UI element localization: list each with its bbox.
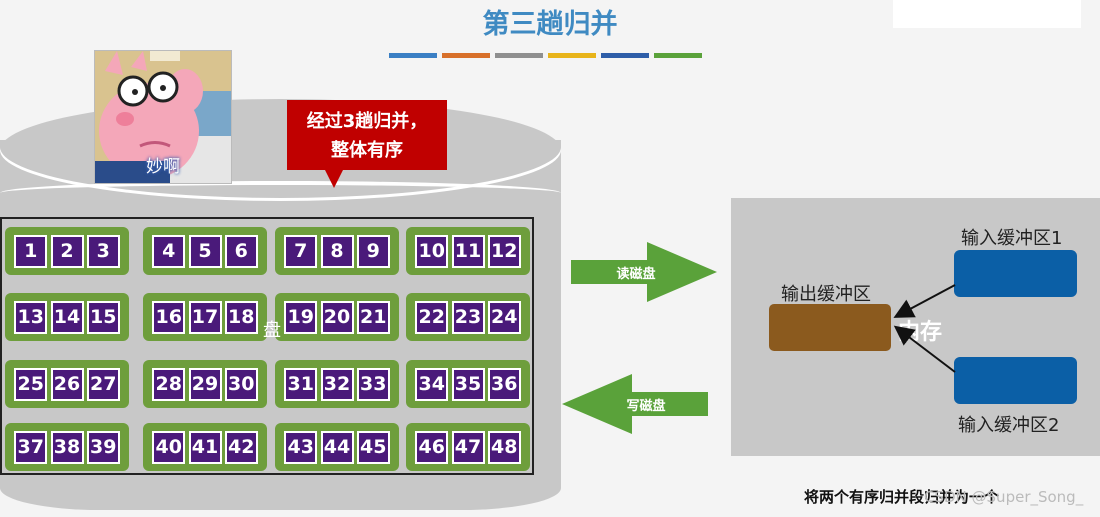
- record-cell: 42: [224, 430, 258, 464]
- record-cell: 36: [487, 367, 521, 401]
- read-disk-label: 读磁盘: [616, 267, 656, 282]
- record-cell: 37: [14, 430, 48, 464]
- record-cell: 1: [14, 234, 48, 268]
- record-cell: 43: [284, 430, 318, 464]
- callout-line-1: 经过3趟归并，: [306, 111, 428, 132]
- meme-caption: 妙啊: [146, 157, 180, 177]
- record-cell: 18: [224, 300, 258, 334]
- record-cell: 9: [356, 234, 390, 268]
- record-cell: 20: [320, 300, 354, 334]
- arrow-input1-to-output-icon: [893, 284, 956, 318]
- record-cell: 27: [86, 367, 120, 401]
- color-strip: [389, 53, 702, 59]
- input-buffer-1: [954, 250, 1077, 297]
- record-cell: 16: [152, 300, 186, 334]
- record-cell: 24: [487, 300, 521, 334]
- record-cell: 2: [50, 234, 84, 268]
- record-cell: 7: [284, 234, 318, 268]
- callout-tail: [325, 170, 343, 188]
- ghost-char: 盘: [263, 320, 281, 341]
- record-cell: 32: [320, 367, 354, 401]
- footer-caption: 将两个有序归并段归并为一个: [804, 488, 1000, 506]
- record-cell: 40: [152, 430, 186, 464]
- record-cell: 10: [415, 234, 449, 268]
- record-cell: 25: [14, 367, 48, 401]
- record-cell: 12: [487, 234, 521, 268]
- record-cell: 46: [415, 430, 449, 464]
- write-disk-label: 写磁盘: [626, 399, 666, 414]
- color-strip-segment: [654, 53, 702, 58]
- corner-box: [893, 0, 1081, 28]
- disk-top-rim: [0, 181, 561, 205]
- record-cell: 3: [86, 234, 120, 268]
- record-cell: 34: [415, 367, 449, 401]
- watermark: CSDN @Super_Song_: [924, 488, 1084, 506]
- record-cell: 29: [188, 367, 222, 401]
- output-buffer-label: 输出缓冲区: [781, 284, 871, 305]
- color-strip-segment: [442, 53, 490, 58]
- record-cell: 8: [320, 234, 354, 268]
- output-buffer: [769, 304, 891, 351]
- input-buffer-2-label: 输入缓冲区2: [958, 415, 1060, 436]
- record-cell: 41: [188, 430, 222, 464]
- record-cell: 39: [86, 430, 120, 464]
- write-disk-arrow-icon: [562, 374, 708, 434]
- record-cell: 31: [284, 367, 318, 401]
- record-cell: 11: [451, 234, 485, 268]
- record-cell: 13: [14, 300, 48, 334]
- merge-segments-frame: [0, 217, 534, 475]
- color-strip-segment: [389, 53, 437, 58]
- record-cell: 30: [224, 367, 258, 401]
- arrow-input2-to-output-icon: [893, 325, 956, 373]
- record-cell: 14: [50, 300, 84, 334]
- read-disk-arrow-icon: [571, 242, 717, 302]
- record-cell: 44: [320, 430, 354, 464]
- meme-image: [94, 50, 232, 184]
- record-cell: 17: [188, 300, 222, 334]
- input-buffer-1-label: 输入缓冲区1: [961, 228, 1063, 249]
- record-cell: 22: [415, 300, 449, 334]
- input-buffer-2: [954, 357, 1077, 404]
- record-cell: 28: [152, 367, 186, 401]
- record-cell: 15: [86, 300, 120, 334]
- record-cell: 35: [451, 367, 485, 401]
- record-cell: 38: [50, 430, 84, 464]
- record-cell: 23: [451, 300, 485, 334]
- color-strip-segment: [601, 53, 649, 58]
- slide-title: 第三趟归并: [482, 9, 618, 40]
- record-cell: 5: [188, 234, 222, 268]
- record-cell: 48: [487, 430, 521, 464]
- record-cell: 45: [356, 430, 390, 464]
- record-cell: 4: [152, 234, 186, 268]
- color-strip-segment: [495, 53, 543, 58]
- record-cell: 33: [356, 367, 390, 401]
- record-cell: 26: [50, 367, 84, 401]
- buffer-arrows: [893, 284, 956, 373]
- record-cell: 47: [451, 430, 485, 464]
- record-cell: 21: [356, 300, 390, 334]
- record-cell: 19: [284, 300, 318, 334]
- record-cell: 6: [224, 234, 258, 268]
- color-strip-segment: [548, 53, 596, 58]
- callout-line-2: 整体有序: [331, 140, 403, 161]
- callout-box: 经过3趟归并， 整体有序: [287, 100, 447, 170]
